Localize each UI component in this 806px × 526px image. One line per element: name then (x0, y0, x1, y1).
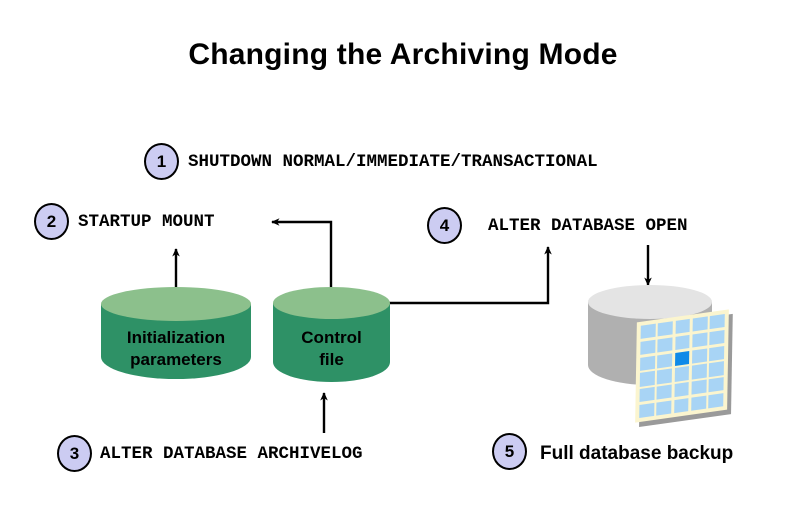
cylinder-label-line2: parameters (130, 350, 222, 369)
step-badge-2[interactable]: 2 (34, 203, 69, 240)
backup-grid-cell (656, 384, 672, 400)
backup-grid-cell (674, 382, 690, 398)
connector-control-file-to-alter-database-open (389, 246, 552, 305)
cylinder-top-ellipse (273, 287, 390, 319)
backup-grid-cell (691, 347, 707, 364)
backup-grid-cell (692, 332, 708, 348)
backup-grid-cell-highlighted (674, 350, 690, 366)
backup-grid-cell (709, 329, 725, 346)
page-title: Changing the Archiving Mode (188, 38, 618, 71)
backup-grid-cells (635, 309, 729, 423)
cylinder-top-ellipse (101, 287, 251, 321)
backup-grid-cell (691, 395, 707, 411)
cylinder-label-line2: file (319, 350, 344, 369)
step-badge-5[interactable]: 5 (492, 433, 527, 470)
step-badge-1[interactable]: 1 (144, 143, 179, 180)
backup-grid-cell (691, 379, 707, 395)
backup-grid-cell (708, 361, 724, 377)
step-label-3: ALTER DATABASE ARCHIVELOG (100, 444, 363, 464)
connector-control-file-to-startup-mount (271, 218, 333, 291)
backup-grid-cell (639, 386, 655, 403)
backup-grid-cell (673, 397, 689, 414)
backup-grid-cell (657, 321, 673, 337)
step-label-4: ALTER DATABASE OPEN (488, 216, 688, 236)
backup-grid-cell (692, 316, 708, 332)
backup-grid-cell (674, 366, 690, 382)
cylinder-label-line1: Initialization (126, 328, 226, 347)
backup-grid-cell (674, 334, 690, 350)
cylinder-initialization-parameters: Initialization parameters (101, 287, 251, 397)
step-badge-4[interactable]: 4 (427, 207, 462, 244)
backup-grid-cell (708, 392, 724, 409)
backup-grid-cell (640, 323, 656, 340)
step-label-1: SHUTDOWN NORMAL/IMMEDIATE/TRANSACTIONAL (188, 152, 598, 172)
backup-grid-panel (635, 309, 733, 428)
backup-grid-cell (639, 402, 655, 419)
backup-grid-cell (675, 318, 691, 335)
backup-grid-cell (657, 337, 673, 353)
backup-grid-cell (640, 339, 656, 355)
backup-grid-cell (708, 377, 724, 393)
backup-grid-cell (709, 345, 725, 361)
step-label-5: Full database backup (540, 443, 734, 464)
cylinder-top-ellipse (588, 285, 712, 319)
step-label-2: STARTUP MOUNT (78, 212, 215, 232)
backup-grid-cell (691, 363, 707, 380)
backup-grid-cell (709, 313, 725, 330)
backup-grid-cell (657, 352, 673, 369)
step-badge-3[interactable]: 3 (57, 435, 92, 472)
backup-grid-cell (640, 355, 656, 371)
backup-grid-cell (656, 400, 672, 416)
backup-grid-cell (639, 371, 655, 387)
backup-grid-cell (657, 368, 673, 385)
cylinder-control-file: Control file (273, 287, 390, 397)
cylinder-label-line1: Control (301, 328, 362, 347)
